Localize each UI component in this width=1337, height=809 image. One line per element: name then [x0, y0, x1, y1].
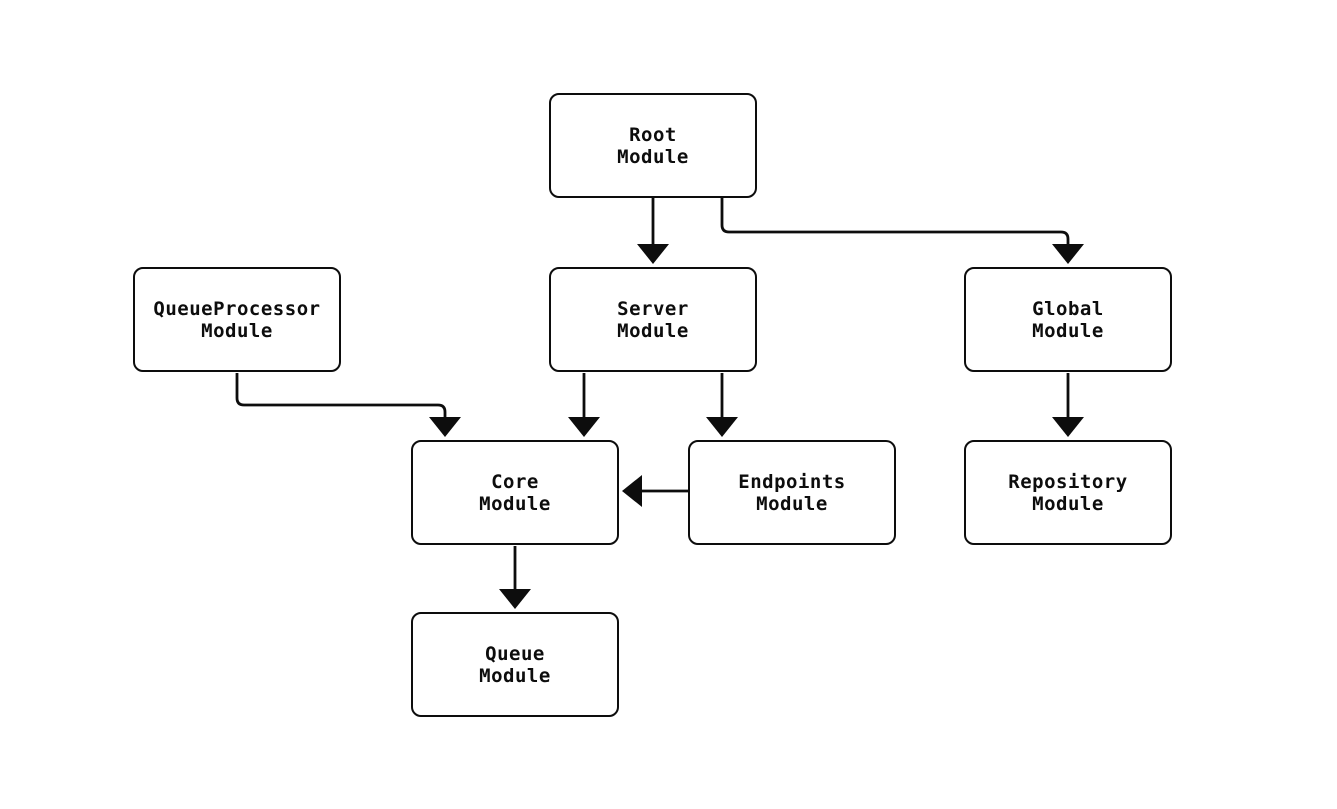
- node-queue-module: Queue Module: [411, 612, 619, 717]
- node-repository-module-label: Repository Module: [1008, 470, 1128, 515]
- node-endpoints-module-label: Endpoints Module: [738, 470, 846, 515]
- node-global-module: Global Module: [964, 267, 1172, 372]
- node-queueprocessor-module-label: QueueProcessor Module: [153, 297, 321, 342]
- node-root-module: Root Module: [549, 93, 757, 198]
- node-server-module: Server Module: [549, 267, 757, 372]
- node-root-module-label: Root Module: [617, 123, 689, 168]
- node-endpoints-module: Endpoints Module: [688, 440, 896, 545]
- node-global-module-label: Global Module: [1032, 297, 1104, 342]
- edge-queueprocessor-to-core: [235, 373, 461, 437]
- node-core-module: Core Module: [411, 440, 619, 545]
- node-server-module-label: Server Module: [617, 297, 689, 342]
- node-queue-module-label: Queue Module: [479, 642, 551, 687]
- node-core-module-label: Core Module: [479, 470, 551, 515]
- edge-root-to-global: [720, 198, 1084, 264]
- node-repository-module: Repository Module: [964, 440, 1172, 545]
- node-queueprocessor-module: QueueProcessor Module: [133, 267, 341, 372]
